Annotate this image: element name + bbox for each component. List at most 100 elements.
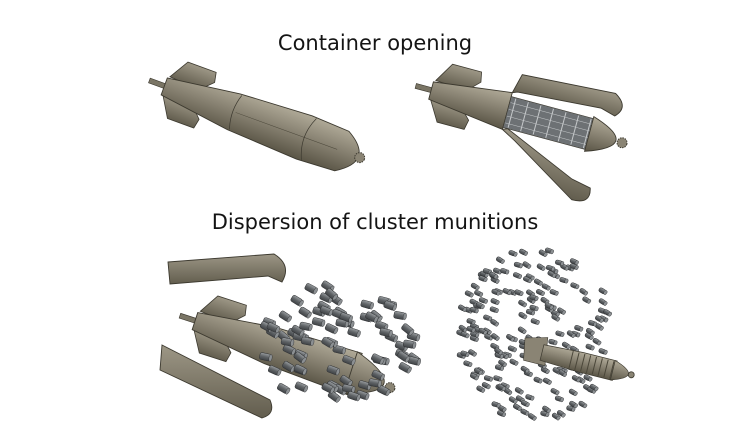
- bomblet: [469, 307, 479, 314]
- bomblet: [515, 395, 525, 403]
- bomblet: [278, 310, 292, 323]
- bomblet: [574, 325, 584, 332]
- bomblet: [582, 296, 591, 304]
- bomblet: [490, 319, 499, 327]
- title-container-opening: Container opening: [277, 31, 473, 55]
- bomblet: [293, 364, 308, 375]
- pack-divider: [508, 109, 594, 133]
- bomblet: [466, 318, 476, 325]
- bomblet: [595, 315, 604, 323]
- bomblet: [324, 323, 339, 335]
- bomblet: [526, 309, 535, 316]
- pack-divider: [506, 115, 593, 140]
- bomblet: [460, 350, 470, 358]
- bomblet: [545, 265, 555, 272]
- bomblet: [557, 307, 566, 315]
- bomblet: [497, 383, 506, 392]
- bomblet: [493, 375, 503, 382]
- bomblet: [393, 311, 407, 321]
- bomblet: [478, 297, 488, 304]
- bomblet: [561, 341, 571, 350]
- bomblet: [514, 289, 524, 297]
- shell-half-top: [511, 74, 623, 117]
- nose-cone: [609, 359, 629, 381]
- bomblet: [371, 369, 385, 381]
- bomblet: [526, 289, 535, 297]
- bomblet: [535, 289, 545, 296]
- bomblet: [555, 259, 565, 266]
- bomblet: [519, 248, 528, 256]
- bomblet: [347, 327, 361, 338]
- bomblet: [541, 283, 551, 291]
- bomblet: [583, 374, 593, 382]
- bomblet: [595, 323, 604, 331]
- bomblet: [470, 282, 480, 291]
- shell-half-bottom: [501, 128, 591, 202]
- shell-half-top: [167, 253, 287, 285]
- bomblet: [603, 309, 612, 317]
- bomblet: [533, 278, 543, 286]
- bomblet: [377, 385, 391, 397]
- seam-line: [235, 112, 338, 150]
- bomblet: [529, 294, 539, 301]
- bomblet: [588, 320, 598, 327]
- bomblet: [547, 270, 557, 278]
- bomblet: [476, 385, 486, 393]
- bomblet: [342, 384, 356, 394]
- bomblet: [475, 302, 485, 310]
- bomblet: [548, 338, 558, 346]
- bomblet: [466, 326, 476, 333]
- bomblet: [304, 283, 318, 295]
- pack-divider: [505, 122, 591, 146]
- bomblet: [544, 302, 554, 310]
- bomblet: [592, 337, 602, 346]
- rib-line: [574, 352, 580, 371]
- bomblet: [463, 360, 473, 368]
- bomblet: [529, 304, 539, 312]
- bomblet: [571, 375, 581, 383]
- bomblet: [458, 324, 468, 333]
- bomblet: [290, 295, 304, 307]
- bomblet: [549, 289, 559, 296]
- bomblet: [556, 410, 566, 418]
- bomblet: [368, 378, 382, 388]
- bomblet: [520, 365, 530, 374]
- bomblet: [282, 360, 296, 373]
- rib-line: [609, 361, 615, 379]
- bomblet: [518, 311, 528, 320]
- bomblet: [520, 408, 530, 416]
- bomblet: [533, 376, 543, 384]
- bomblet: [554, 395, 564, 403]
- bomblet: [507, 345, 517, 353]
- bomblet: [478, 327, 488, 336]
- bomblet: [497, 410, 506, 418]
- bomblet: [268, 365, 282, 376]
- bomblet: [483, 375, 493, 382]
- bomblet: [508, 250, 518, 257]
- bomblet: [464, 290, 474, 298]
- bomblet: [522, 261, 532, 269]
- bomblet: [520, 400, 530, 408]
- bomblet: [569, 400, 578, 409]
- bomblet: [558, 369, 567, 377]
- bomblet: [498, 359, 507, 368]
- bomblet: [458, 304, 467, 312]
- nose-cone: [583, 115, 617, 152]
- bomblet: [494, 364, 504, 371]
- bomblet: [266, 322, 281, 334]
- bomb-dispersed: [456, 247, 635, 421]
- bomblet: [491, 288, 501, 296]
- bomblet: [300, 336, 315, 346]
- submunition-pack: [502, 96, 599, 152]
- bomblet: [566, 330, 576, 338]
- bomblet: [550, 388, 560, 396]
- bomblet: [402, 339, 417, 349]
- bomblet: [585, 343, 595, 351]
- bomblet: [468, 349, 477, 357]
- nose-seam: [300, 118, 317, 160]
- bomblet: [589, 383, 599, 392]
- submunitions-cloud: [456, 247, 612, 421]
- bomblet: [259, 352, 273, 362]
- bomblet: [291, 324, 305, 337]
